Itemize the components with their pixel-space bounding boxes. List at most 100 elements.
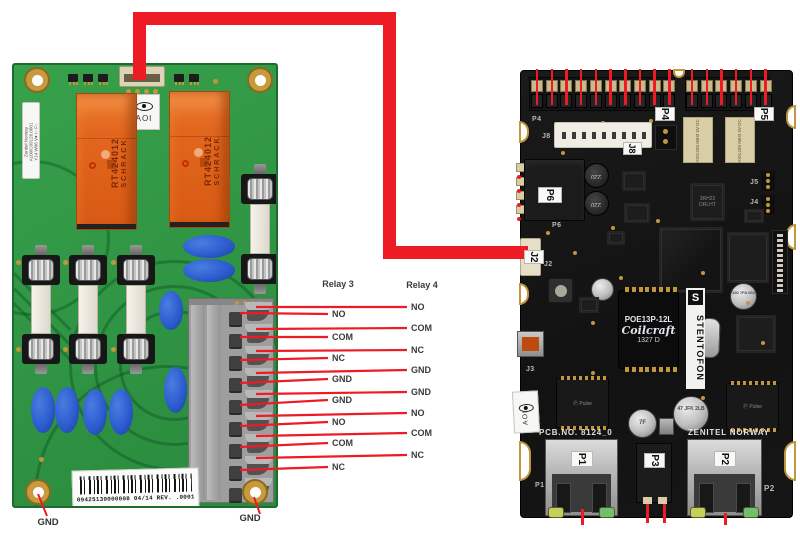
inductor-text: 220	[591, 200, 602, 207]
module-pin	[749, 428, 752, 432]
j8-pin	[632, 132, 636, 139]
smd-relay-text: AXICOM IM03 5V DC	[737, 119, 742, 163]
poe-transformer-module: POE13P-12L Coilcraft 1327 D	[618, 287, 679, 372]
relay-board-cable-connector	[119, 66, 165, 87]
relay-1: RT424012 SCHRACK	[76, 93, 137, 230]
sticker-p4: P4	[655, 107, 675, 121]
module-pin	[672, 287, 677, 292]
sticker-p1: P1	[571, 451, 593, 467]
transistor-leg	[193, 82, 196, 85]
blue-capacitor	[83, 389, 107, 435]
sticker-j8: J8	[623, 142, 642, 155]
module-pin	[573, 376, 576, 380]
smd-chip	[746, 211, 762, 221]
fuse-nub	[82, 364, 94, 374]
module-pin	[665, 367, 670, 372]
terminal-slot	[229, 443, 242, 459]
module-pin	[743, 428, 746, 432]
transistor-leg	[190, 82, 192, 85]
relay-2: RT424012 SCHRACK	[169, 91, 230, 228]
silkscreen-p2: P2	[764, 484, 775, 493]
solder-pad	[656, 219, 660, 223]
relay-marking: RT424012 SCHRACK	[110, 103, 140, 223]
pin-label-relay3: NC	[332, 462, 345, 472]
stentofon-logo-strip: S STENTOFON	[686, 288, 705, 389]
inductor-text: 220	[591, 172, 602, 179]
transistor	[98, 74, 108, 85]
smd-relay-1: AXICOM IM03 5V DC	[683, 117, 713, 163]
fuse-metal-cap	[123, 338, 149, 360]
solder-pad	[701, 396, 705, 400]
terminal-header-p5	[685, 69, 772, 111]
module-pin	[749, 381, 752, 385]
terminal-opening	[247, 398, 269, 409]
terminal-slot	[229, 333, 242, 349]
pin-mark	[609, 69, 612, 105]
module-pin	[603, 426, 606, 430]
electrolytic-cap	[591, 278, 614, 301]
terminal-panel	[207, 302, 221, 500]
mini-usb-connector	[517, 331, 544, 357]
fuse-metal-cap	[247, 178, 273, 200]
poe-part-number: POE13P-12L	[624, 315, 673, 324]
stentofon-logo-icon: S	[688, 290, 703, 305]
smd-chip	[624, 173, 644, 189]
solder-pad	[573, 251, 577, 255]
module-pin	[561, 426, 564, 430]
j8-pin	[572, 132, 576, 139]
silkscreen-j8: J8	[542, 133, 551, 140]
pulse-text: Ⓟ Pulse	[743, 404, 762, 410]
relay-marker	[89, 162, 96, 169]
edge-connector-pin	[777, 239, 783, 242]
fuse-nub	[130, 245, 142, 255]
connector-p3: P3	[636, 443, 672, 504]
terminal-slot	[229, 311, 242, 327]
board-id-line1: Zenitel Norway	[23, 126, 28, 157]
transistor-leg	[87, 82, 90, 85]
poe-brand: Coilcraft	[621, 324, 676, 337]
module-pin	[585, 426, 588, 430]
blue-capacitor	[164, 367, 187, 413]
pin-mark	[550, 69, 553, 105]
fuse-metal-cap	[28, 338, 54, 360]
module-pin	[567, 426, 570, 430]
module-pin	[561, 376, 564, 380]
edge-connector-pin	[777, 284, 783, 287]
memory-text: 3RH22 DRLHT	[699, 196, 716, 208]
pin-label-relay4: GND	[411, 387, 431, 397]
memory-chip-1: 3RH22 DRLHT	[692, 185, 723, 219]
j8-pin	[582, 132, 586, 139]
module-pin	[737, 381, 740, 385]
cap-text: 330 7FA 002	[732, 290, 755, 295]
transistor-leg	[76, 82, 78, 85]
relay-marker	[182, 160, 189, 167]
module-pin	[767, 428, 770, 432]
terminal-block	[188, 298, 274, 503]
pin-label-relay3: NO	[332, 417, 346, 427]
edge-notch	[519, 283, 529, 305]
fuse-nub	[35, 245, 47, 255]
blue-capacitor	[183, 259, 235, 282]
module-pin	[603, 376, 606, 380]
module-pin	[645, 367, 650, 372]
gnd-label-left: GND	[37, 517, 59, 528]
transistor-leg	[175, 82, 177, 85]
solder-pad	[16, 347, 21, 352]
transistor	[83, 74, 93, 85]
fuse-nub	[130, 364, 142, 374]
terminal-opening	[247, 354, 269, 365]
terminal-fin	[245, 456, 272, 464]
relay-brand: SCHRACK	[121, 138, 128, 188]
cap-text: 47 JFK 2LB	[677, 406, 705, 412]
silkscreen-pcb-number: PCB.NO. 8124_0	[539, 428, 613, 437]
solder-pad	[591, 321, 595, 325]
sticker-p5: P5	[754, 107, 774, 121]
p3-pin	[643, 497, 652, 504]
mounting-hole-gnd-left	[25, 479, 51, 505]
gnd-label-right: GND	[239, 513, 261, 524]
module-pin	[591, 426, 594, 430]
solder-pad	[213, 79, 218, 84]
terminal-slot	[229, 421, 242, 437]
pin-mark	[690, 69, 694, 105]
fuse-metal-cap	[75, 259, 101, 281]
